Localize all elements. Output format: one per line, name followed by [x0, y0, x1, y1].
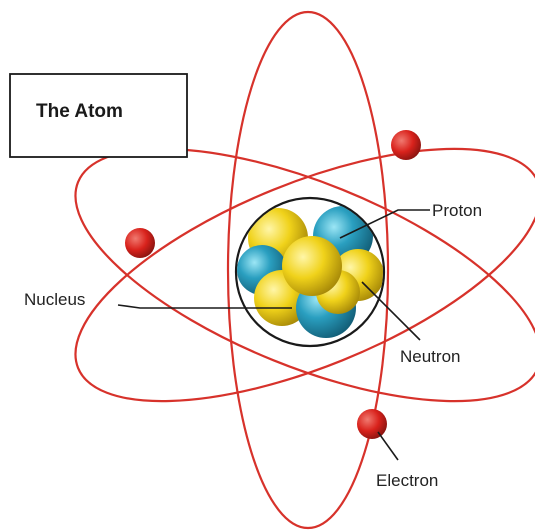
- proton-label: Proton: [432, 201, 482, 220]
- orbits: [74, 10, 535, 530]
- leader-lines: [117, 209, 430, 461]
- neutron-particle: [282, 236, 342, 296]
- diagram-title: The Atom: [36, 101, 123, 122]
- neutron-label: Neutron: [400, 347, 460, 366]
- neutron-leader: [361, 281, 421, 341]
- title-frame: [9, 73, 188, 158]
- orbit-vertical: [226, 10, 390, 530]
- electron-particle: [391, 130, 421, 160]
- title-box: The Atom: [9, 73, 188, 158]
- nucleus: [234, 196, 386, 348]
- orbit-diagonal-up: [74, 147, 535, 403]
- nucleus-leader: [117, 304, 292, 309]
- electron-label: Electron: [376, 471, 438, 490]
- nucleus-label: Nucleus: [24, 290, 85, 309]
- electron-particle: [357, 409, 387, 439]
- electron-particle: [125, 228, 155, 258]
- electron-leader: [377, 431, 399, 461]
- orbit-diagonal-down: [74, 147, 535, 403]
- electrons: [125, 130, 421, 439]
- proton-leader: [339, 209, 430, 239]
